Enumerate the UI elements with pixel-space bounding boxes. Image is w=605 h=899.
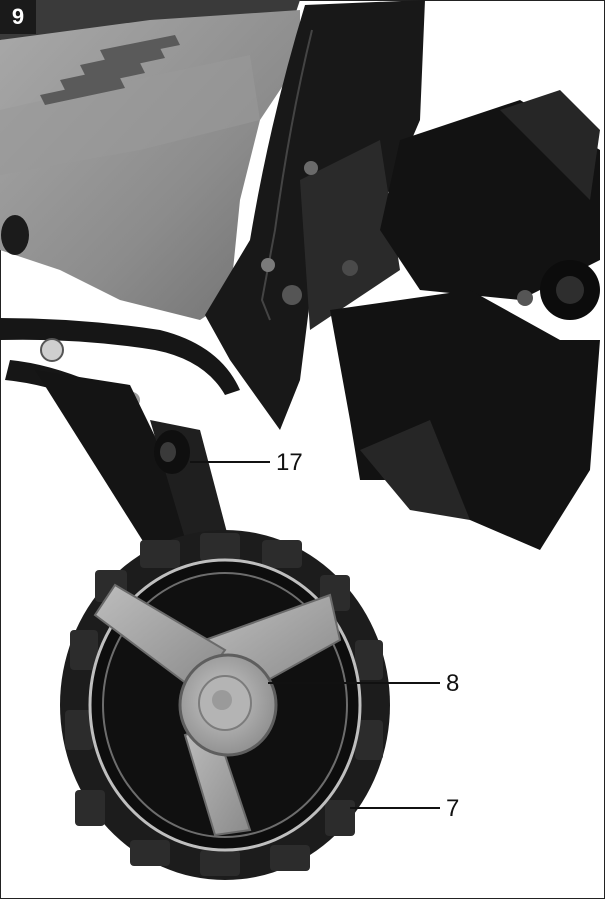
figure-number-badge: 9 [0,0,36,34]
housing-vents [40,35,180,105]
tire-tread [65,533,383,876]
callout-leaders [190,461,440,809]
callout-7: 7 [446,795,460,822]
tiller-tines [330,90,600,550]
callout-8: 8 [446,670,460,697]
figure-number: 9 [11,4,25,29]
frame-tube [0,318,240,395]
callout-17: 17 [276,449,303,476]
